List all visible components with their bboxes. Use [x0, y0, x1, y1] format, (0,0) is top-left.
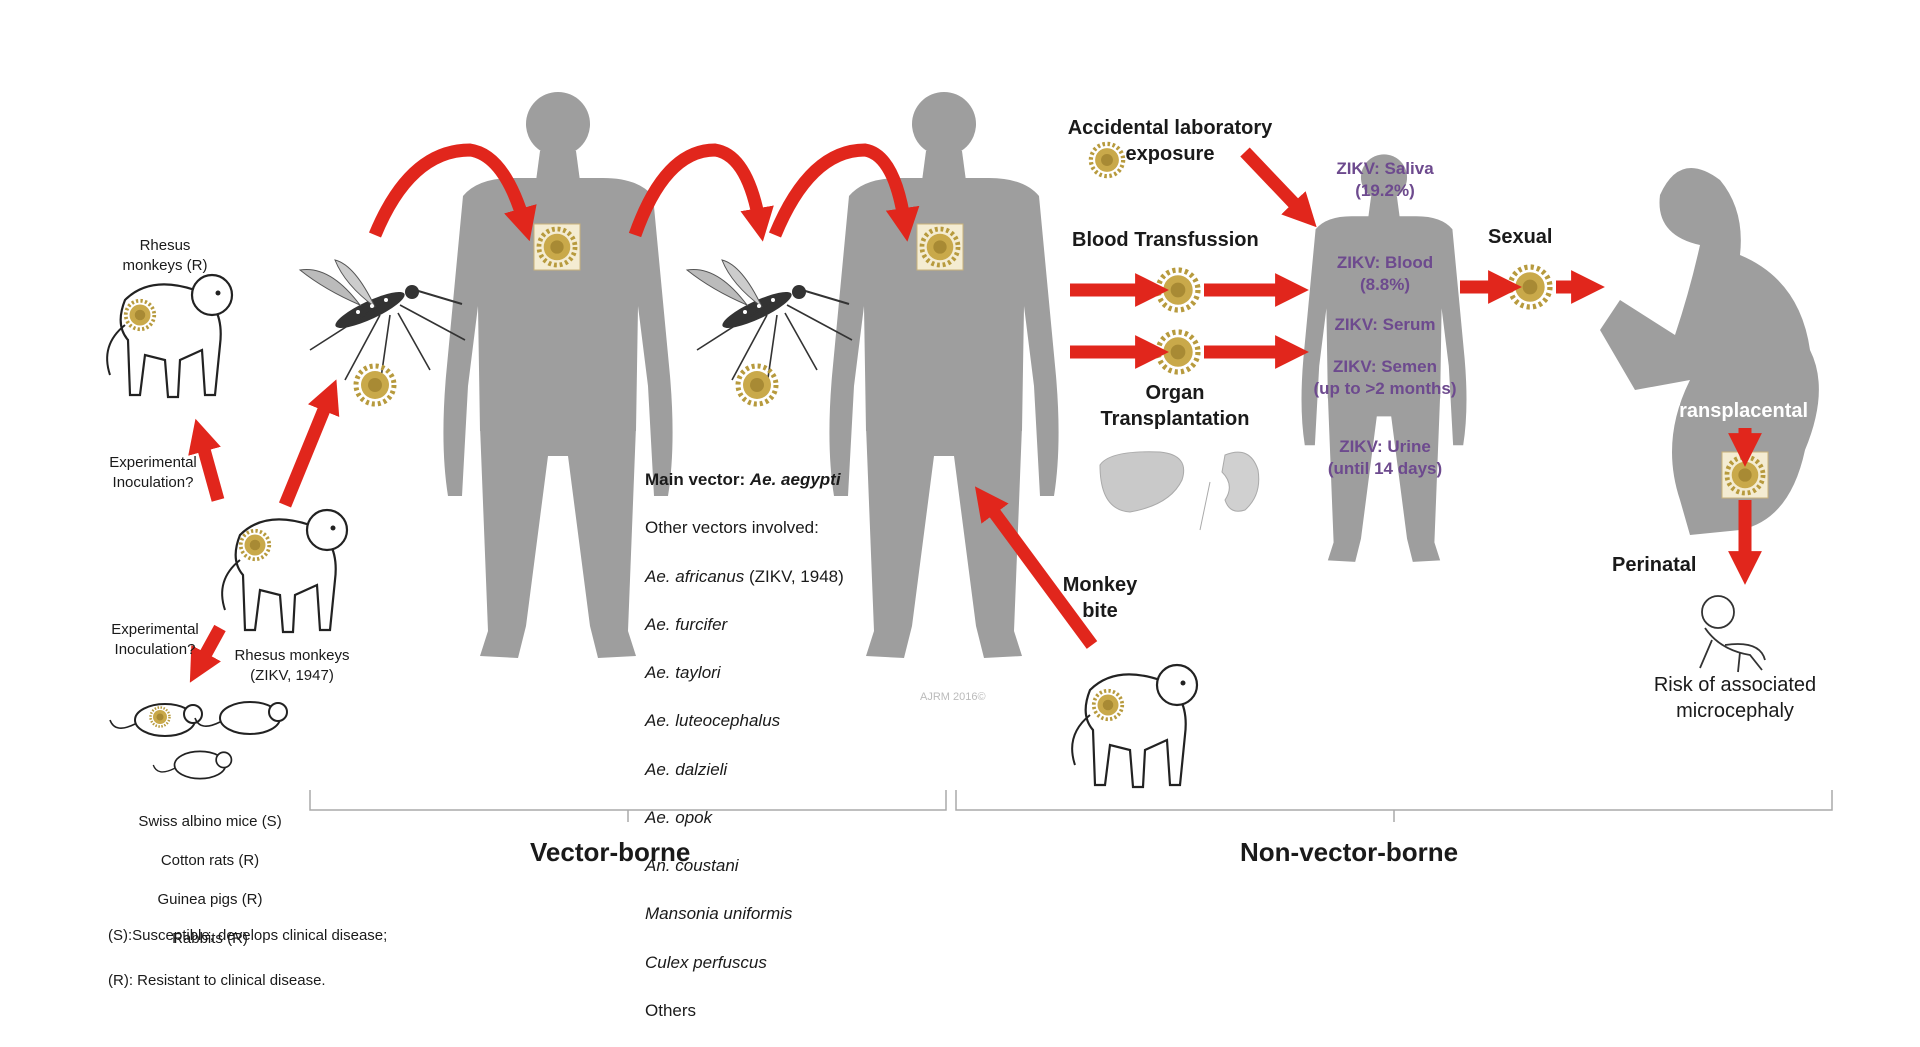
rodent-item: Guinea pigs (R) [157, 890, 263, 908]
zika-transmission-diagram: Rhesus monkeys (R) Experimental Inoculat… [106, 92, 1833, 1020]
virus-monkey-source [238, 528, 272, 562]
experimental-inoculation-label-2: Experimental Inoculation? [111, 621, 199, 658]
section-brackets [309, 790, 1833, 822]
virus-mosquito-2 [738, 366, 776, 404]
diagram-graphics [106, 92, 1833, 822]
microcephaly-label: Risk of associated microcephaly [1653, 674, 1817, 722]
zikv-blood: ZIKV: Blood (8.8%) [1336, 253, 1434, 295]
zikv-urine: ZIKV: Urine (until 14 days) [1327, 437, 1443, 479]
zikv-serum: ZIKV: Serum [1334, 315, 1436, 334]
lab-exposure-label: Accidental laboratory exposure [1067, 117, 1273, 165]
main-vector-prefix: Main vector: [645, 470, 750, 490]
rodent-item: Rabbits (R) [172, 929, 248, 947]
legend-line-resistant: (R): Resistant to clinical disease. [108, 971, 326, 989]
other-vectors-heading: Other vectors involved: [645, 518, 819, 538]
virus-mosquito-1 [356, 366, 394, 404]
organ-transplantation-label: Organ Transplantation [1100, 382, 1250, 430]
baby-icon [1699, 595, 1766, 673]
rhesus-monkey-source [221, 508, 349, 634]
non-vector-borne-heading: Non-vector-borne [1240, 837, 1459, 867]
vector-item: Ae. opok [645, 807, 713, 827]
rabbit-icon [152, 750, 233, 780]
vector-item: Culex perfuscus [645, 952, 767, 972]
virus-sexual [1510, 267, 1550, 307]
transplacental-label: Transplacental [1668, 400, 1809, 422]
curved-arrows [368, 143, 920, 242]
zikv-semen: ZIKV: Semen (up to >2 months) [1313, 357, 1457, 399]
rodent-item: Cotton rats (R) [160, 851, 260, 869]
legend-line-susceptible: (S):Susceptible, develops clinical disea… [108, 926, 388, 944]
virus-monkey-bite [1091, 688, 1125, 722]
vector-list: Main vector: Ae. aegypti Other vectors i… [645, 444, 945, 1047]
perinatal-label: Perinatal [1612, 554, 1697, 576]
vector-others: Others [645, 1000, 697, 1020]
virus-on-host-2 [917, 224, 963, 270]
rhesus-top-label: Rhesus monkeys (R) [122, 237, 208, 274]
vector-item: Ae. taylori [645, 663, 721, 683]
rhesus-monkey-top [106, 273, 234, 399]
vector-item: Ae. luteocephalus [645, 711, 781, 731]
pregnant-woman-silhouette [1600, 168, 1819, 535]
guinea-pig-icon [194, 701, 288, 735]
vector-borne-heading: Vector-borne [530, 837, 691, 867]
rodents-list: Swiss albino mice (S) Cotton rats (R) Gu… [110, 792, 310, 968]
main-vector: Main vector: Ae. aegypti [645, 468, 945, 492]
virus-blood [1158, 270, 1198, 310]
straight-arrows [188, 147, 1762, 683]
virus-on-woman [1722, 452, 1768, 498]
vector-item: Ae. dalzieli [645, 759, 728, 779]
zikv-saliva: ZIKV: Saliva (19.2%) [1336, 159, 1434, 201]
virus-monkey-top [123, 298, 157, 332]
mosquito-2 [686, 259, 853, 386]
susceptibility-legend: (S):Susceptible, develops clinical disea… [108, 902, 468, 1015]
virus-organ [1158, 332, 1198, 372]
virus-on-host-1 [534, 224, 580, 270]
monkey-bite-label: Monkey bite [1062, 574, 1138, 622]
sexual-route-label: Sexual [1488, 226, 1553, 248]
vector-item: Mansonia uniformis [645, 904, 793, 924]
kidney-icon [1199, 451, 1260, 531]
blood-transfusion-label: Blood Transfussion [1072, 229, 1259, 251]
virus-mouse [149, 706, 171, 728]
experimental-inoculation-label-1: Experimental Inoculation? [109, 454, 197, 491]
monkey-bite-monkey [1071, 663, 1199, 789]
vector-item: An. coustani [645, 856, 739, 876]
human-host-1 [443, 92, 673, 658]
vector-item: Ae. africanus (ZIKV, 1948) [645, 566, 844, 586]
vector-item: Ae. furcifer [645, 614, 728, 634]
rodent-item: Swiss albino mice (S) [138, 812, 282, 830]
copyright-watermark: AJRM 2016© [920, 691, 986, 703]
main-vector-species: Ae. aegypti [749, 470, 841, 490]
liver-icon [1099, 451, 1185, 513]
rhesus-source-label: Rhesus monkeys (ZIKV, 1947) [234, 647, 350, 684]
